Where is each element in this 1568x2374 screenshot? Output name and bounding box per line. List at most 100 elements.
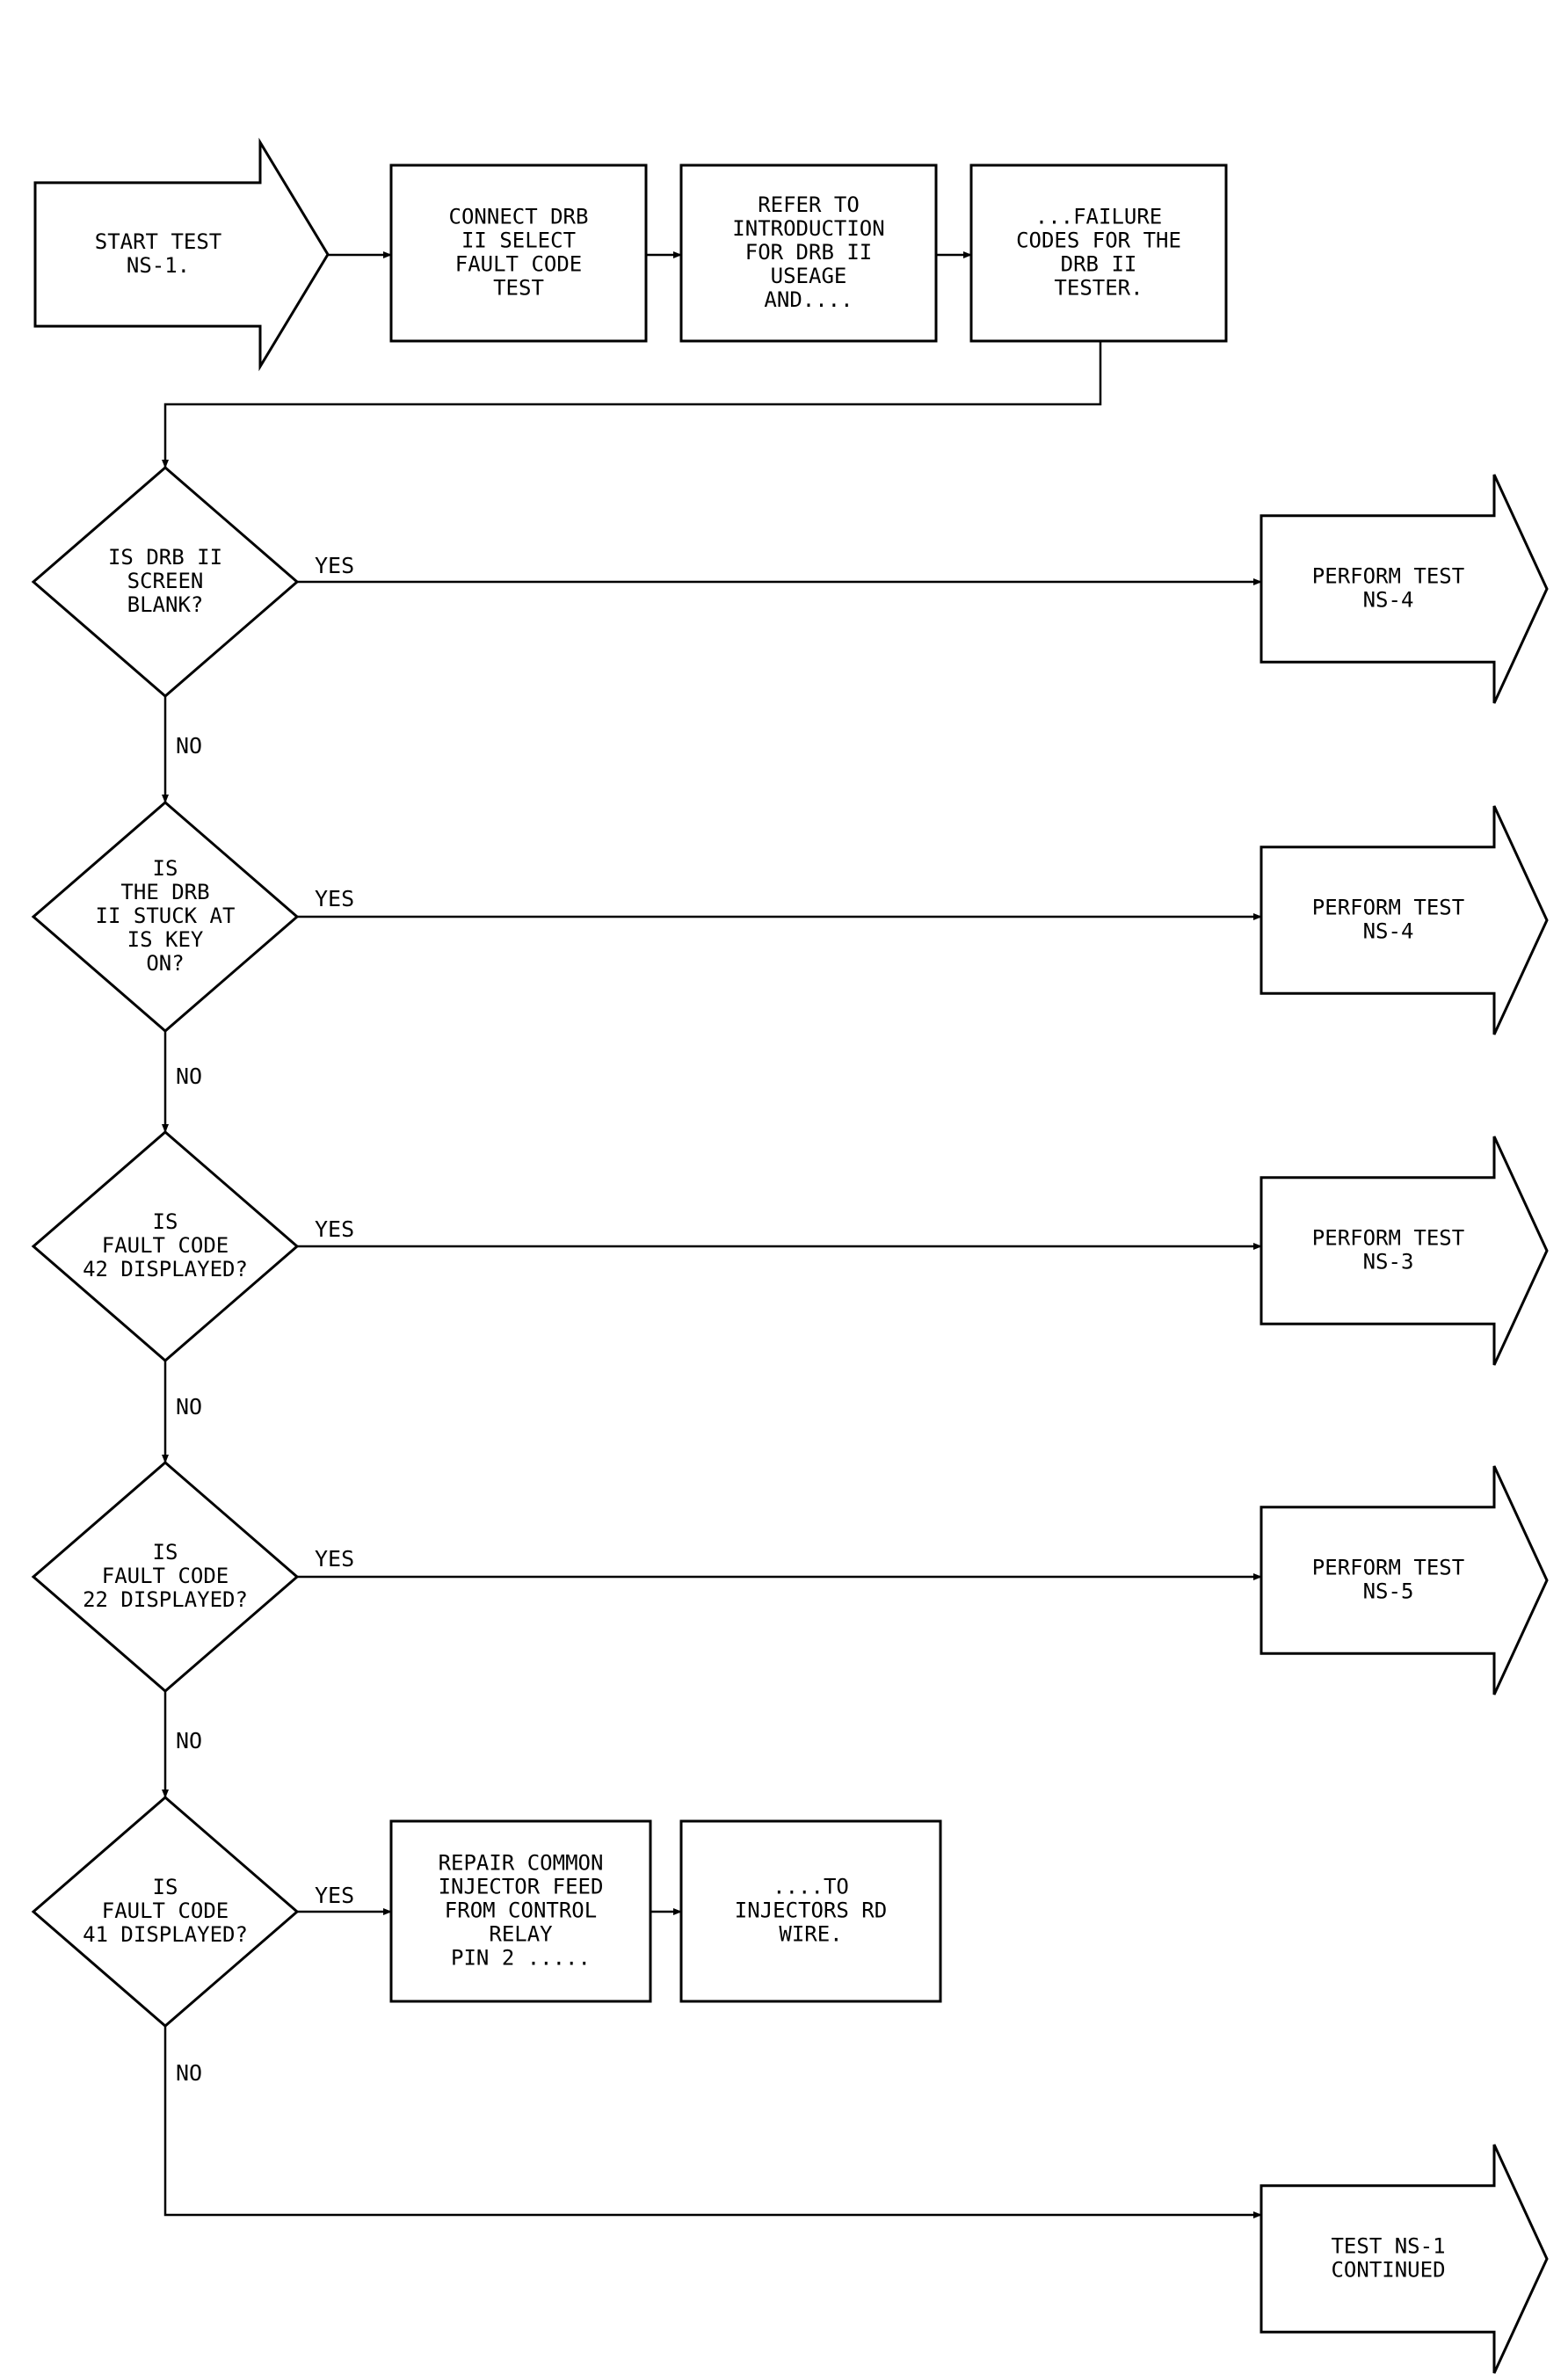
node-label-line: II STUCK AT [96, 904, 236, 928]
node-label-line: REFER TO [758, 192, 860, 217]
node-label-line: AND.... [764, 287, 853, 312]
node-shape-diamond [31, 801, 300, 1033]
node-shape-arrow [33, 137, 330, 372]
node-label-line: NS-1. [127, 253, 190, 278]
node-shape-diamond [31, 466, 300, 698]
node-label-line: IS [153, 1875, 178, 1899]
node-label-line: PERFORM TEST [1312, 1226, 1464, 1251]
node-shape-diamond [31, 1796, 300, 2028]
node-label-line: FROM CONTROL [445, 1898, 597, 1923]
node-label-line: INJECTOR FEED [439, 1875, 604, 1899]
edge-label-yes: YES [315, 553, 354, 578]
node-label-line: PERFORM TEST [1312, 1556, 1464, 1580]
edge-label-no: NO [176, 1064, 202, 1089]
node-label-line: 41 DISPLAYED? [83, 1922, 248, 1947]
node-label-line: PERFORM TEST [1312, 564, 1464, 589]
node-label-line: THE DRB [120, 880, 209, 904]
node-shape-arrow [1259, 805, 1549, 1035]
node-shape-arrow [1259, 2144, 1549, 2374]
node-shape-box [969, 163, 1228, 343]
node-shape-diamond [31, 1130, 300, 1362]
node-shape-arrow [1259, 474, 1549, 704]
node-label-line: II SELECT [461, 229, 576, 253]
node-label-line: IS DRB II [108, 545, 222, 570]
node-shape-box [389, 1819, 652, 2003]
edge-label-no: NO [176, 1728, 202, 1753]
node-label-line: ...FAILURE [1035, 205, 1163, 229]
node-label-line: INTRODUCTION [732, 216, 884, 241]
node-shape-box [679, 163, 938, 343]
node-label-line: SCREEN [127, 569, 204, 593]
node-shape-box [679, 1819, 942, 2003]
node-label-line: FAULT CODE [102, 1233, 229, 1258]
node-label-line: INJECTORS RD [735, 1898, 887, 1923]
node-shape-diamond [31, 1461, 300, 1693]
node-label-line: RELAY [489, 1922, 553, 1947]
edge-label-yes: YES [315, 1883, 354, 1908]
node-label-line: 22 DISPLAYED? [83, 1587, 248, 1612]
node-label-line: FAULT CODE [455, 252, 583, 277]
node-label-line: FOR DRB II [745, 240, 873, 265]
node-label-line: TESTER. [1054, 276, 1143, 301]
edge-q-41-to-continued [163, 2026, 1262, 2218]
node-label-line: TEST NS-1 [1331, 2234, 1445, 2259]
edge-label-no: NO [176, 2060, 202, 2086]
node-label-line: CODES FOR THE [1016, 229, 1181, 253]
edge-label-yes: YES [315, 1216, 354, 1242]
node-shape-arrow [1259, 1465, 1549, 1695]
node-label-line: IS [153, 856, 178, 881]
node-shape-arrow [1259, 1136, 1549, 1366]
edges [162, 251, 1262, 2218]
node-label-line: 42 DISPLAYED? [83, 1257, 248, 1281]
edge-failure-to-q-blank [162, 341, 1102, 468]
node-label-line: NS-5 [1363, 1579, 1414, 1604]
node-label-line: IS [153, 1209, 178, 1234]
node-label-line: CONNECT DRB [449, 205, 589, 229]
node-label-line: REPAIR COMMON [439, 1851, 604, 1876]
node-label-line: PERFORM TEST [1312, 896, 1464, 920]
node-label-line: IS KEY [127, 927, 204, 952]
node-label-line: START TEST [95, 229, 222, 254]
node-label-line: DRB II [1061, 252, 1137, 277]
node-label-line: IS [153, 1540, 178, 1565]
node-label-line: USEAGE [771, 264, 847, 288]
edge-label-yes: YES [315, 1546, 354, 1572]
edge-label-no: NO [176, 733, 202, 759]
node-label-line: FAULT CODE [102, 1898, 229, 1923]
edge-label-yes: YES [315, 886, 354, 911]
node-label-line: PIN 2 ..... [451, 1946, 591, 1971]
edge-label-no: NO [176, 1394, 202, 1419]
